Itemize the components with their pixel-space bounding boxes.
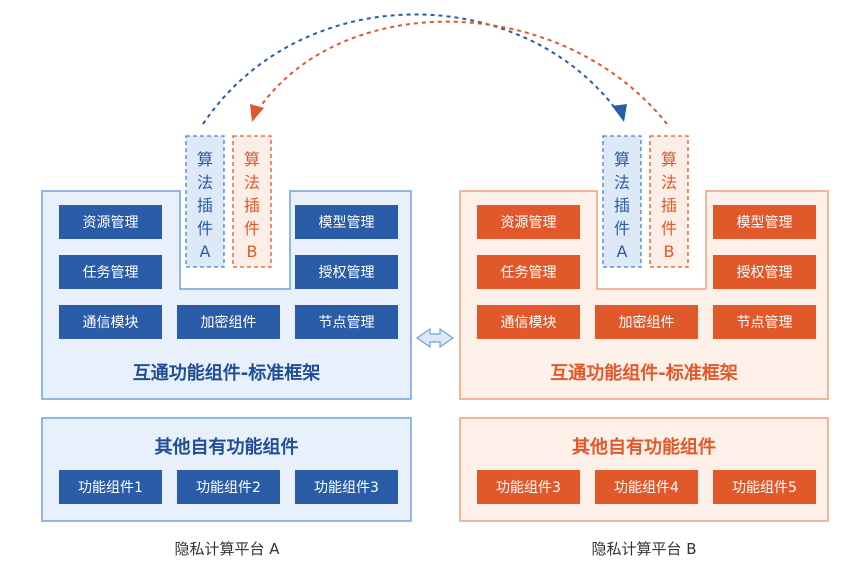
component-1-a: 功能组件1 [59,470,162,504]
module-model-mgmt-b: 模型管理 [713,205,816,239]
plugin-box-b-a [602,135,642,268]
plugin-char: 算 [243,150,260,169]
framework-title-b: 互通功能组件-标准框架 [550,363,738,384]
plugin-char: 插 [196,196,213,215]
plugin-char: 法 [613,173,630,192]
bidirectional-arrow-icon [415,327,455,349]
plugin-char: 件 [196,219,213,238]
module-crypto-b: 加密组件 [595,305,698,339]
plugin-char: 插 [660,196,677,215]
plugin-box-b-b [649,135,689,268]
module-task-mgmt-a: 任务管理 [59,255,162,289]
framework-panel-a [41,190,412,400]
plugin-char: 法 [196,173,213,192]
plugin-label-b-a: 算 法 插 件 A [604,148,640,263]
component-3-a: 功能组件3 [295,470,398,504]
module-auth-mgmt-a: 授权管理 [295,255,398,289]
plugin-label-a-a: 算 法 插 件 A [187,148,223,263]
module-crypto-a: 加密组件 [177,305,280,339]
plugin-char: 法 [243,173,260,192]
module-comm-b: 通信模块 [477,305,580,339]
plugin-char: A [616,242,628,261]
module-node-mgmt-b: 节点管理 [713,305,816,339]
module-task-mgmt-b: 任务管理 [477,255,580,289]
arrow-b-to-a [257,20,668,125]
plugin-char: 算 [196,150,213,169]
module-auth-mgmt-b: 授权管理 [713,255,816,289]
component-2-a: 功能组件2 [177,470,280,504]
plugin-box-a-b [232,135,272,268]
component-5-b: 功能组件5 [713,470,816,504]
arrow-head-blue [612,104,627,122]
other-title-b: 其他自有功能组件 [572,437,716,458]
plugin-char: 法 [660,173,677,192]
plugin-label-a-b: 算 法 插 件 B [234,148,270,263]
plugin-char: A [199,242,211,261]
module-model-mgmt-a: 模型管理 [295,205,398,239]
plugin-label-b-b: 算 法 插 件 B [651,148,687,263]
plugin-box-a-a [185,135,225,268]
arrow-head-orange [250,104,264,122]
module-node-mgmt-a: 节点管理 [295,305,398,339]
plugin-char: 件 [613,219,630,238]
framework-panel-b [459,190,829,400]
platform-caption-a: 隐私计算平台 A [174,540,280,558]
plugin-char: 算 [660,150,677,169]
framework-title-a: 互通功能组件-标准框架 [132,363,321,384]
other-title-a: 其他自有功能组件 [154,437,299,458]
plugin-char: B [246,242,258,261]
component-3-b: 功能组件3 [477,470,580,504]
plugin-char: 插 [243,196,260,215]
plugin-char: 插 [613,196,630,215]
arrow-a-to-b [202,13,619,125]
module-resource-mgmt-b: 资源管理 [477,205,580,239]
plugin-char: B [663,242,675,261]
plugin-char: 件 [660,219,677,238]
module-comm-a: 通信模块 [59,305,162,339]
plugin-char: 算 [613,150,630,169]
platform-caption-b: 隐私计算平台 B [591,540,697,558]
component-4-b: 功能组件4 [595,470,698,504]
plugin-char: 件 [243,219,260,238]
module-resource-mgmt-a: 资源管理 [59,205,162,239]
